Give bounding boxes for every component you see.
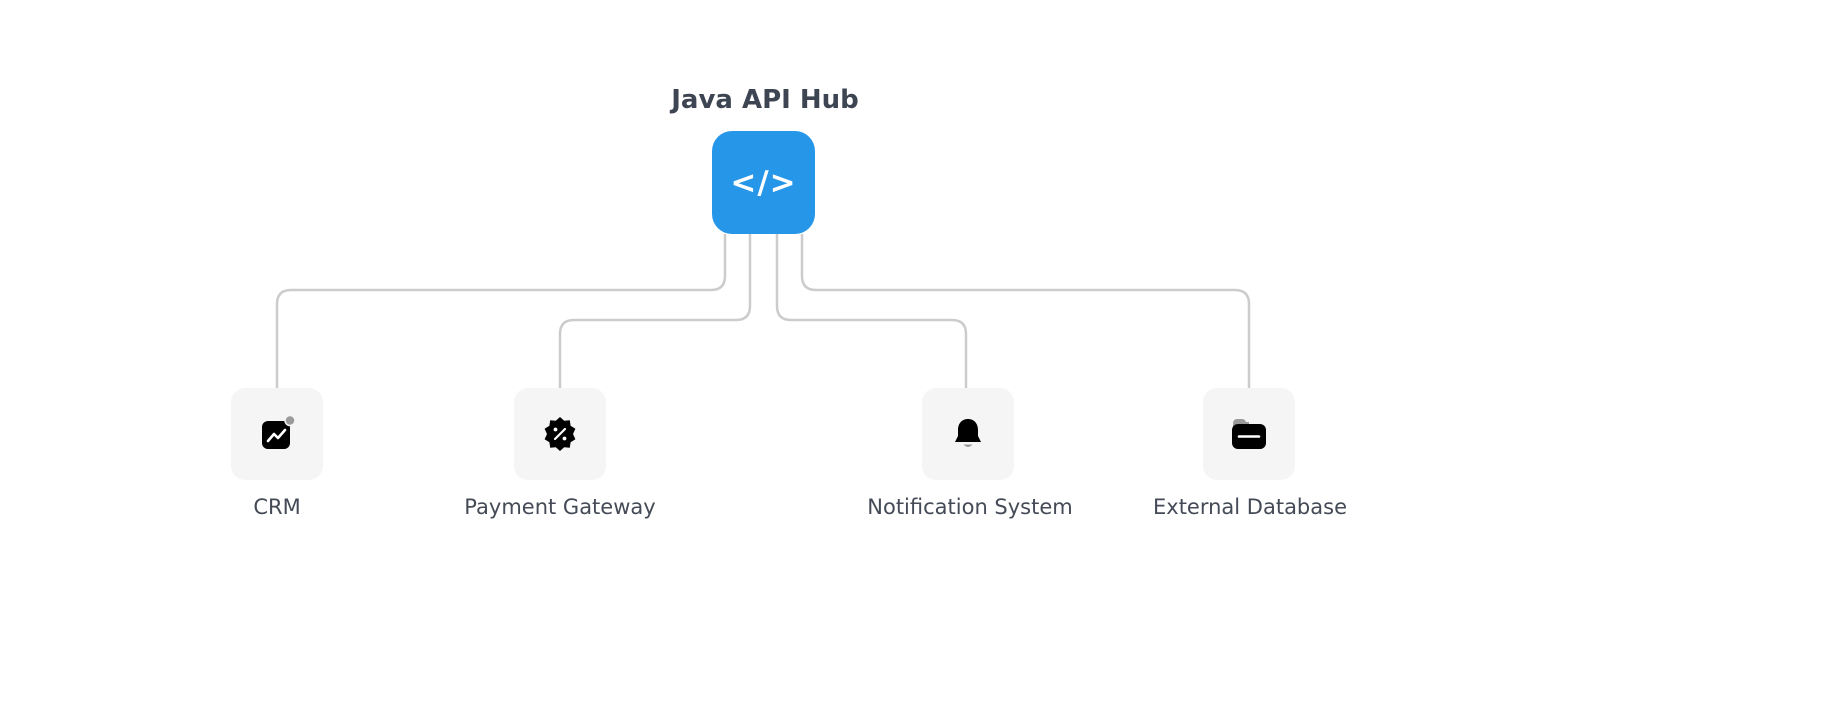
- node-label-crm: CRM: [253, 495, 301, 519]
- connector-crm: [275, 234, 727, 388]
- node-label-payment-gateway: Payment Gateway: [464, 495, 656, 519]
- connector-notification-system: [775, 234, 968, 388]
- node-crm[interactable]: [231, 388, 323, 480]
- trending-chart-icon: [259, 416, 295, 452]
- discount-badge-icon: [542, 416, 578, 452]
- node-notification-system[interactable]: [922, 388, 1014, 480]
- folder-icon: [1231, 416, 1267, 452]
- node-label-external-database: External Database: [1152, 495, 1348, 519]
- hub-node[interactable]: </>: [712, 131, 815, 234]
- connector-payment-gateway: [558, 234, 752, 388]
- code-icon: </>: [730, 164, 797, 201]
- node-label-notification-system: Notification System: [867, 495, 1073, 519]
- bell-icon: [950, 416, 986, 452]
- node-external-database[interactable]: [1203, 388, 1295, 480]
- node-payment-gateway[interactable]: [514, 388, 606, 480]
- hub-title: Java API Hub: [671, 85, 859, 115]
- connector-external-database: [800, 234, 1251, 388]
